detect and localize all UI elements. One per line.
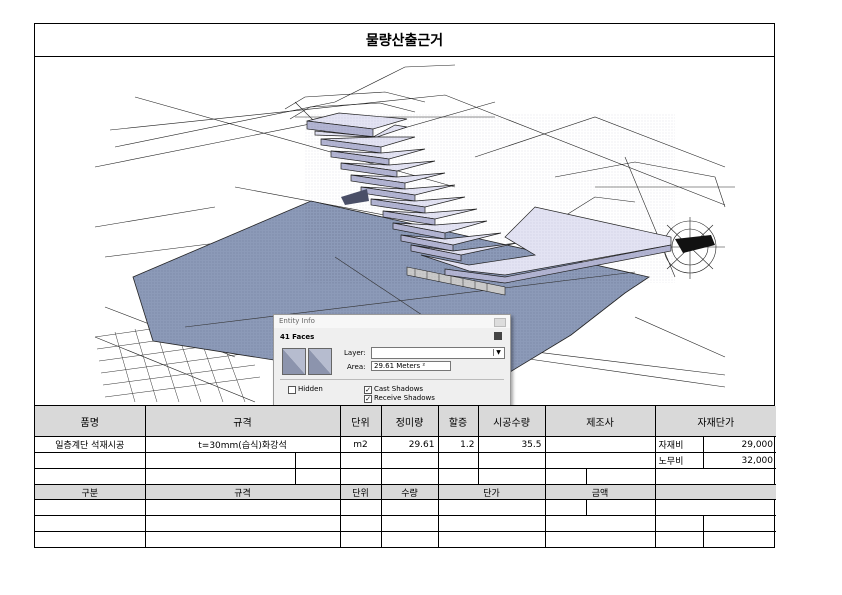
close-icon[interactable] <box>494 318 506 327</box>
layer-select[interactable]: ▼ <box>371 347 505 359</box>
cell-cost-label: 자재비 <box>654 436 704 453</box>
cell-item: 일층계단 석재시공 <box>35 436 146 453</box>
header-amount: 금액 <box>544 484 656 500</box>
cell-cost-value: 29,000 <box>702 436 777 453</box>
cell-maker <box>544 436 656 453</box>
header-qty: 시공수량 <box>477 406 546 437</box>
page-title: 물량산출근거 <box>35 24 774 57</box>
faces-count: 41 Faces <box>280 333 315 341</box>
cast-shadows-checkbox[interactable]: ✓ <box>364 386 372 394</box>
receive-shadows-label: Receive Shadows <box>374 394 435 402</box>
cast-shadows-label: Cast Shadows <box>374 385 424 393</box>
header-unit-cost: 자재단가 <box>654 406 777 437</box>
header-extra: 할증 <box>437 406 479 437</box>
cell-spec: t=30mm(습식)화강석 <box>144 436 341 453</box>
header-price: 단가 <box>437 484 546 500</box>
hidden-label: Hidden <box>298 385 323 393</box>
cell-net: 29.61 <box>380 436 439 453</box>
table-row <box>35 531 777 547</box>
header-maker: 제조사 <box>544 406 656 437</box>
table-row: 일층계단 석재시공 t=30mm(습식)화강석 m2 29.61 1.2 35.… <box>35 436 777 453</box>
quantity-table: 품명 규격 단위 정미량 할증 시공수량 제조사 자재단가 일층계단 석재시공 … <box>35 406 777 547</box>
cell-labor-label: 노무비 <box>654 452 704 469</box>
table-row <box>35 499 777 516</box>
front-material-swatch-icon[interactable] <box>282 348 306 375</box>
receive-shadows-checkbox[interactable]: ✓ <box>364 395 372 403</box>
header-unit-2: 단위 <box>339 484 382 500</box>
table-subheader-row: 구분 규격 단위 수량 단가 금액 <box>35 484 777 500</box>
layer-label: Layer: <box>344 349 366 357</box>
area-label: Area: <box>347 363 366 371</box>
header-qty-2: 수량 <box>380 484 439 500</box>
table-row <box>35 468 777 485</box>
entity-info-dialog: Entity Info 41 Faces Layer: ▼ Area: 29.6… <box>273 314 511 405</box>
dialog-caption-bar: Entity Info <box>274 315 510 328</box>
cell-qty: 35.5 <box>477 436 546 453</box>
dialog-caption: Entity Info <box>279 317 315 325</box>
table-header-row: 품명 규격 단위 정미량 할증 시공수량 제조사 자재단가 <box>35 406 777 437</box>
header-spec: 규격 <box>144 406 341 437</box>
stair-model-drawing <box>94 64 735 403</box>
area-value: 29.61 Meters ² <box>371 361 451 371</box>
table-row <box>35 515 777 532</box>
dialog-divider <box>280 379 504 380</box>
header-unit: 단위 <box>339 406 382 437</box>
table-row: 노무비 32,000 <box>35 452 777 469</box>
quantity-sheet: 물량산출근거 <box>34 23 777 548</box>
back-material-swatch-icon[interactable] <box>308 348 332 375</box>
model-figure: Entity Info 41 Faces Layer: ▼ Area: 29.6… <box>35 57 774 406</box>
hidden-checkbox[interactable] <box>288 386 296 394</box>
cell-extra: 1.2 <box>437 436 479 453</box>
chevron-down-icon[interactable]: ▼ <box>493 349 503 356</box>
header-net: 정미량 <box>380 406 439 437</box>
header-category: 구분 <box>35 484 146 500</box>
cell-labor-value: 32,000 <box>702 452 777 469</box>
header-spec-2: 규격 <box>144 484 341 500</box>
header-item: 품명 <box>35 406 146 437</box>
pin-icon[interactable] <box>494 332 502 340</box>
cell-unit: m2 <box>339 436 382 453</box>
